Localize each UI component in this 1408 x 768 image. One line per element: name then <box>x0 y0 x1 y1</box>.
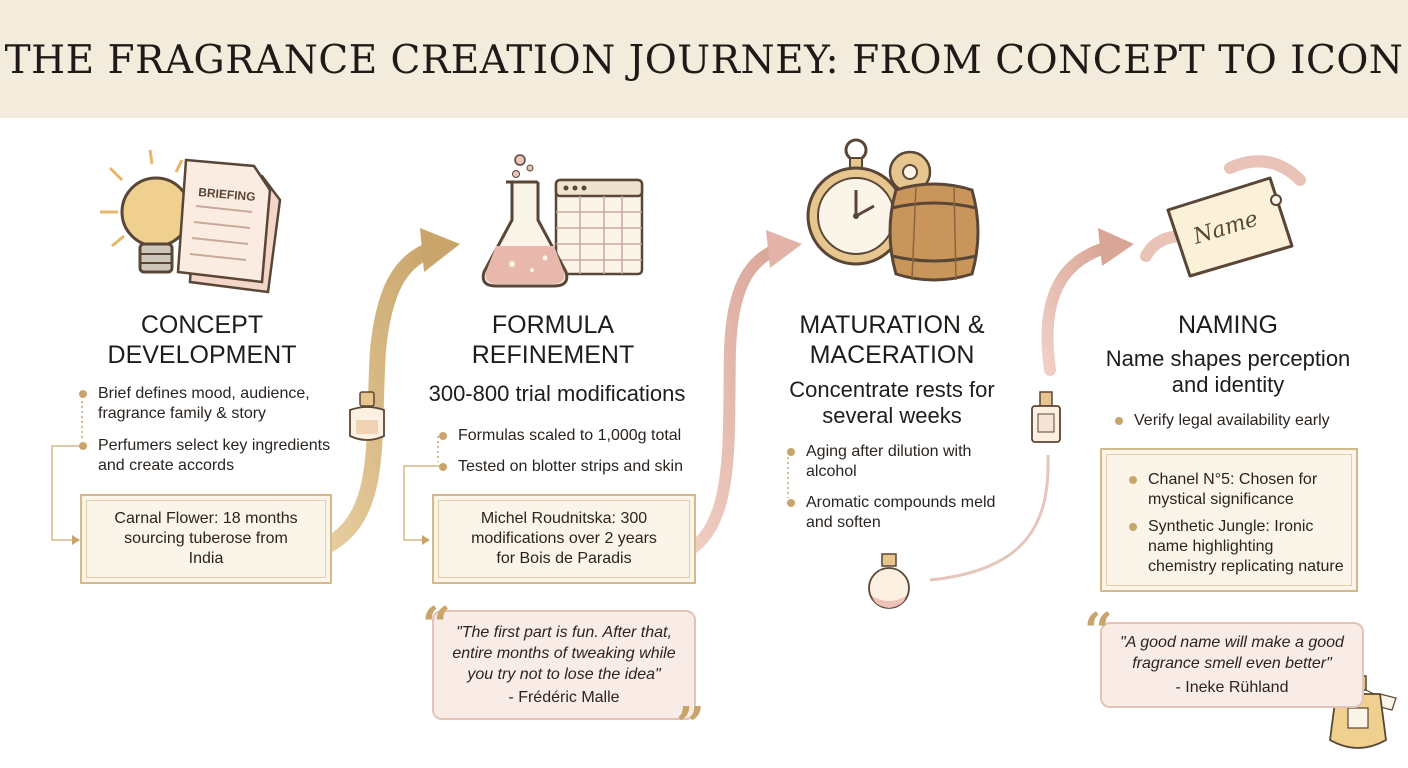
stage-4-example-2: Synthetic Jungle: Ironic name highlighti… <box>1129 517 1354 577</box>
stage-1-bullet-1-line2: fragrance family & story <box>98 405 267 422</box>
stage-4-quote-author: - Ineke Rühland <box>1175 679 1289 696</box>
stage-4-quote-line2: fragrance smell even better" <box>1132 655 1332 672</box>
stage-4-subtitle-line1: Name shapes perception <box>1105 346 1351 371</box>
bullet-dot <box>787 448 795 456</box>
stage-1-bullet-1-line1: Brief defines mood, audience, <box>98 385 310 402</box>
stage-2-title-line1: FORMULA <box>491 311 615 339</box>
stage-2-title-line2: REFINEMENT <box>471 341 635 369</box>
stage-2-bullet-1-text: Formulas scaled to 1,000g total <box>458 427 682 444</box>
stage-3-bullet-1-line2: alcohol <box>806 463 857 480</box>
stage-2-quote-line3: you try not to lose the idea" <box>467 666 661 683</box>
stage-1-bullet-2-line2: and create accords <box>98 457 235 474</box>
stage-1-bullet-2: Perfumers select key ingredients and cre… <box>79 436 358 476</box>
stage-1-example-line1: Carnal Flower: 18 months <box>114 510 298 527</box>
stage-2-quote-box: "The first part is fun. After that, enti… <box>432 610 696 720</box>
stage-3-title: MATURATION & MACERATION <box>776 310 1008 370</box>
stage-3-bullet-1: Aging after dilution with alcohol <box>787 442 1016 482</box>
flask-icon <box>481 154 569 288</box>
stage-2-quote-author: - Frédéric Malle <box>508 689 620 706</box>
stage-3-bullet-2: Aromatic compounds meld and soften <box>787 493 1016 533</box>
stage-3-title-line2: MACERATION <box>809 341 975 369</box>
stage-3-bullet-2-line2: and soften <box>806 514 881 531</box>
bullet-dot <box>1129 476 1137 484</box>
stage-1-title-line2: DEVELOPMENT <box>107 341 297 369</box>
stage-4-subtitle: Name shapes perception and identity <box>1090 346 1366 398</box>
stage-2-title: FORMULA REFINEMENT <box>430 310 676 370</box>
connector-bracket-2 <box>403 465 440 541</box>
perfume-bottle-icon-3 <box>868 553 910 609</box>
stage-2-bullet-2: Tested on blotter strips and skin <box>439 457 708 477</box>
stage-3-bullet-1-line1: Aging after dilution with <box>806 443 972 460</box>
stage-3-bullet-2-line1: Aromatic compounds meld <box>806 494 996 511</box>
flow-arrow-2 <box>684 230 802 556</box>
gear-icon <box>888 150 932 194</box>
stage-4-bullet-1-text: Verify legal availability early <box>1134 412 1330 429</box>
stage-2-quote-line2: entire months of tweaking while <box>452 645 676 662</box>
open-quote-icon: “ <box>422 595 451 654</box>
name-tag-icon: Name <box>1140 155 1306 278</box>
bullet-dot <box>439 432 447 440</box>
stage-3-subtitle-line1: Concentrate rests for <box>789 377 995 402</box>
header-banner <box>0 0 1408 118</box>
stage-4-example-box: Chanel N°5: Chosen for mystical signific… <box>1100 448 1358 592</box>
stage-1-example-line3: India <box>188 550 224 567</box>
stage-2-example-box: Michel Roudnitska: 300 modifications ove… <box>432 494 696 584</box>
stage-4-example-1-line1: Chanel N°5: Chosen for <box>1148 471 1318 488</box>
stage-2-example-line1: Michel Roudnitska: 300 <box>480 510 648 527</box>
page-title: THE FRAGRANCE CREATION JOURNEY: FROM CON… <box>4 38 1404 83</box>
perfume-bottle-icon-2 <box>1031 391 1061 443</box>
barrel-icon <box>888 182 980 282</box>
bullet-dot <box>439 463 447 471</box>
bullet-dot <box>787 499 795 507</box>
spreadsheet-icon <box>554 178 644 276</box>
open-quote-icon-2: “ <box>1084 601 1113 660</box>
stage-4-example-1: Chanel N°5: Chosen for mystical signific… <box>1129 470 1354 510</box>
flow-arrow-1 <box>314 228 460 556</box>
perfume-bottle-icon-1 <box>349 391 385 441</box>
stage-2-example-line3: for Bois de Paradis <box>496 550 632 567</box>
briefing-label: BRIEFING <box>198 185 256 204</box>
bullet-dot <box>79 442 87 450</box>
briefing-document-icon: BRIEFING <box>176 158 282 294</box>
bullet-dot <box>1129 523 1137 531</box>
clock-icon <box>806 138 906 266</box>
connector-bracket-1 <box>51 445 80 541</box>
stage-4-bullet-1: Verify legal availability early <box>1115 411 1364 431</box>
stage-1-bullet-1: Brief defines mood, audience, fragrance … <box>79 384 358 424</box>
bullet-dot <box>1115 417 1123 425</box>
stage-3-subtitle: Concentrate rests for several weeks <box>770 377 1014 429</box>
stage-4-example-1-line2: mystical significance <box>1148 491 1294 508</box>
stage-2-example-line2: modifications over 2 years <box>471 530 657 547</box>
stage-4-example-2-line3: chemistry replicating nature <box>1148 558 1344 575</box>
flow-arrow-3 <box>929 228 1134 582</box>
stage-2-bullet-2-text: Tested on blotter strips and skin <box>458 458 684 475</box>
stage-2-bullet-1: Formulas scaled to 1,000g total <box>439 426 708 446</box>
stage-1-bullet-2-line1: Perfumers select key ingredients <box>98 437 331 454</box>
stage-4-quote-box: "A good name will make a good fragrance … <box>1100 622 1364 708</box>
stage-1-title: CONCEPT DEVELOPMENT <box>80 310 324 370</box>
stage-4-example-2-line2: name highlighting <box>1148 538 1274 555</box>
stage-1-title-line1: CONCEPT <box>140 311 264 339</box>
close-quote-icon: ” <box>676 695 705 754</box>
stage-4-quote-line1: "A good name will make a good <box>1120 634 1344 651</box>
stage-3-subtitle-line2: several weeks <box>822 403 962 428</box>
stage-3-title-line1: MATURATION & <box>799 311 985 339</box>
lightbulb-icon <box>100 149 192 274</box>
stage-1-example-line2: sourcing tuberose from <box>124 530 288 547</box>
stage-1-example-box: Carnal Flower: 18 months sourcing tubero… <box>80 494 332 584</box>
stage-2-quote-line1: "The first part is fun. After that, <box>456 624 672 641</box>
bullet-dot <box>79 390 87 398</box>
stage-2-subtitle: 300-800 trial modifications <box>428 381 686 406</box>
stage-4-title: NAMING <box>1178 311 1278 339</box>
stage-4-example-2-line1: Synthetic Jungle: Ironic <box>1148 518 1314 535</box>
stage-4-subtitle-line2: and identity <box>1171 372 1285 397</box>
